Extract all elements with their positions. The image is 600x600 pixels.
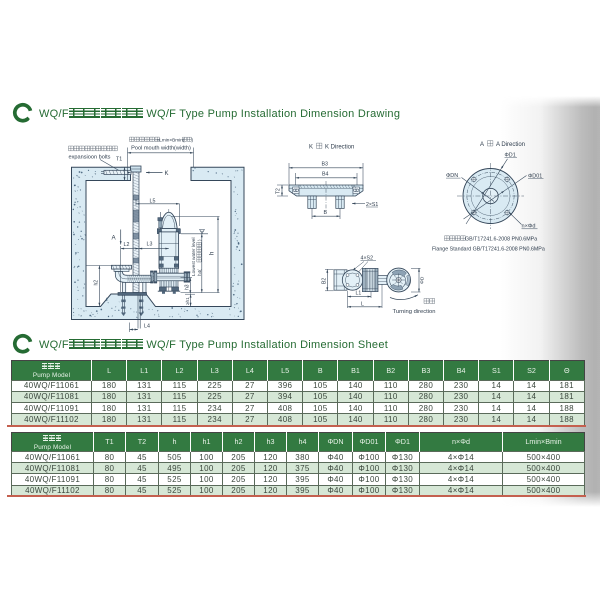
svg-text:T1: T1 [116, 157, 122, 163]
svg-text:GB/T17241.6-2008 PN0.6MPa: GB/T17241.6-2008 PN0.6MPa [465, 237, 537, 243]
svg-text:B: B [324, 210, 328, 216]
svg-text:A: A [480, 142, 484, 148]
svg-text:K: K [165, 171, 169, 177]
svg-text:L1: L1 [356, 290, 362, 296]
svg-text:h4(: h4( [197, 269, 202, 276]
svg-text:ΦD01: ΦD01 [528, 174, 542, 180]
svg-text:h: h [210, 252, 216, 255]
svg-text:L4: L4 [144, 324, 150, 330]
svg-text:=Lmin×Bmin(: =Lmin×Bmin( [157, 137, 185, 142]
svg-text:ΦDN: ΦDN [446, 173, 458, 179]
svg-text:L5: L5 [150, 198, 156, 204]
svg-text:ΦD1: ΦD1 [505, 153, 516, 159]
svg-text:expansioon bolts: expansioon bolts [69, 154, 111, 160]
svg-text:ΦD: ΦD [420, 276, 426, 284]
svg-text:L2: L2 [124, 242, 130, 248]
svg-text:h3: h3 [185, 284, 191, 290]
svg-text:≥h1: ≥h1 [185, 297, 190, 305]
svg-text:B4: B4 [322, 171, 329, 177]
svg-text:Lowest water level: Lowest water level [191, 237, 196, 276]
svg-text:B3: B3 [322, 162, 329, 168]
svg-text:Turning direction: Turning direction [393, 309, 436, 315]
svg-text:): ) [192, 137, 194, 142]
svg-text:L3: L3 [147, 242, 153, 248]
svg-text:L: L [361, 301, 364, 307]
svg-text:T2: T2 [276, 188, 282, 194]
svg-text:4×S2: 4×S2 [361, 256, 374, 262]
svg-text:): ) [197, 239, 202, 241]
svg-text:B2: B2 [322, 278, 328, 284]
svg-text:n×Φd: n×Φd [522, 224, 536, 230]
svg-text:A Direction: A Direction [496, 142, 525, 148]
svg-text:K Direction: K Direction [325, 145, 354, 151]
svg-text:Flange Standard GB/T17241.6-20: Flange Standard GB/T17241.6-2008 PN0.6MP… [432, 247, 545, 253]
svg-text:K: K [309, 145, 313, 151]
svg-text:Pool mouth width(width): Pool mouth width(width) [131, 145, 191, 151]
svg-text:h2: h2 [94, 280, 100, 286]
svg-text:A: A [112, 235, 117, 242]
svg-text:2×S1: 2×S1 [366, 202, 378, 208]
